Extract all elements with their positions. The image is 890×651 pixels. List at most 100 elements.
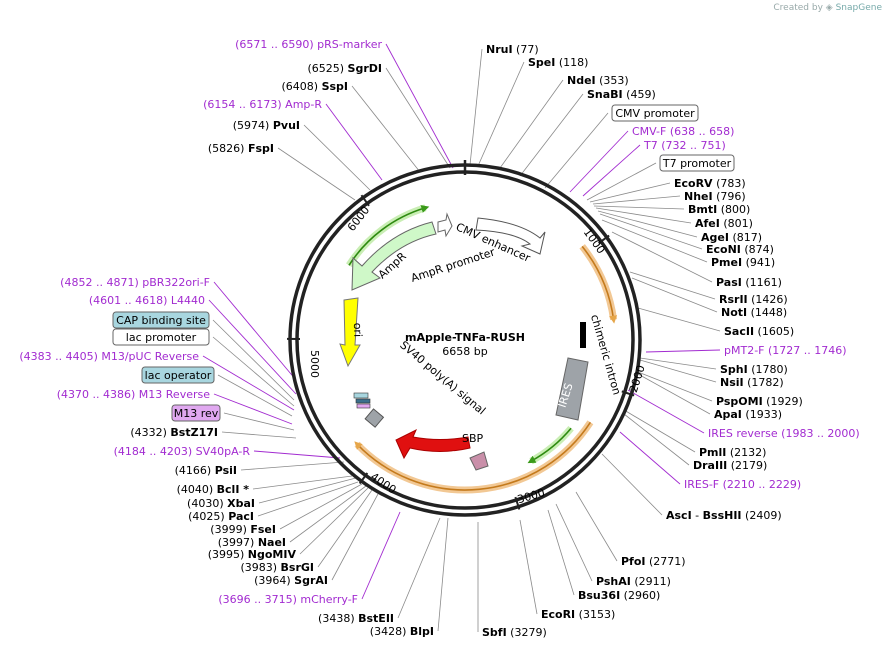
ampr-arrow[interactable] — [351, 221, 437, 291]
right-label-7-t7-promoter-box — [659, 154, 735, 172]
left-label-22-ngomiv-text[interactable]: (3995) NgoMIV — [208, 548, 297, 561]
left-label-8-cap-binding-site-leader — [212, 319, 295, 401]
left-label-7-l4440-text[interactable]: (4601 .. 4618) L4440 — [89, 294, 205, 307]
right-label-17-noti-text[interactable]: NotI (1448) — [721, 306, 787, 319]
left-label-0-prs-marker-text[interactable]: (6571 .. 6590) pRS-marker — [235, 38, 382, 51]
right-label-20-sphi-leader — [639, 357, 717, 370]
right-label-5-cmv-f-text[interactable]: CMV-F (638 .. 658) — [632, 125, 734, 138]
right-label-15-pasi-text[interactable]: PasI (1161) — [716, 276, 782, 289]
left-label-21-naei-text[interactable]: (3997) NaeI — [218, 536, 286, 549]
right-label-11-afei-text[interactable]: AfeI (801) — [695, 217, 753, 230]
right-label-22-pspomi-text[interactable]: PspOMI (1929) — [716, 395, 803, 408]
right-label-2-ndei-text[interactable]: NdeI (353) — [567, 74, 629, 87]
left-label-2-sspi-text[interactable]: (6408) SspI — [281, 80, 348, 93]
left-label-8-cap-binding-site-text[interactable]: CAP binding site — [116, 314, 206, 327]
green-arc-1 — [348, 205, 430, 266]
right-label-4-cmv-promoter-text[interactable]: CMV promoter — [615, 107, 695, 120]
right-label-10-bmti-leader — [593, 205, 685, 210]
left-label-4-pvui-text[interactable]: (5974) PvuI — [233, 119, 300, 132]
right-label-1-spei-leader — [477, 61, 525, 167]
right-label-21-nsii-text[interactable]: NsiI (1782) — [720, 376, 784, 389]
left-label-20-fsei-text[interactable]: (3999) FseI — [210, 523, 276, 536]
left-label-19-paci-leader — [257, 481, 359, 517]
right-label-7-t7-promoter-text[interactable]: T7 promoter — [662, 157, 732, 170]
right-label-9-nhei-text[interactable]: NheI (796) — [684, 190, 746, 203]
left-label-18-xbai-text[interactable]: (4030) XbaI — [187, 497, 255, 510]
left-label-9-lac-promoter-text[interactable]: lac promoter — [126, 331, 197, 344]
right-label-14-pmei-text[interactable]: PmeI (941) — [711, 256, 775, 269]
mapple-label: mApple — [415, 448, 463, 467]
right-label-18-sacii-text[interactable]: SacII (1605) — [724, 325, 794, 338]
plasmid-name: mApple-TNFa-RUSH — [405, 331, 525, 344]
left-label-26-bsteii-text[interactable]: (3438) BstEII — [318, 612, 394, 625]
left-label-19-paci-text[interactable]: (4025) PacI — [188, 510, 254, 523]
sbp-arrow[interactable] — [469, 451, 489, 471]
right-label-13-econi-text[interactable]: EcoNI (874) — [706, 243, 774, 256]
ori-arrow[interactable] — [339, 297, 361, 368]
sv40-polya-rect[interactable] — [364, 408, 385, 428]
right-label-27-ires-f-text[interactable]: IRES-F (2210 .. 2229) — [684, 478, 801, 491]
left-label-23-bsrgi-text[interactable]: (3983) BsrGI — [240, 561, 314, 574]
left-label-27-blpi-leader — [437, 517, 449, 632]
left-label-10-m13-puc-reverse-leader — [202, 355, 295, 411]
ampr-promoter-label: AmpR promoter — [409, 245, 497, 285]
right-label-3-snabi-text[interactable]: SnaBI (459) — [587, 88, 656, 101]
right-label-29-pfoi-text[interactable]: PfoI (2771) — [621, 555, 686, 568]
right-label-8-ecorv-text[interactable]: EcoRV (783) — [674, 177, 746, 190]
left-label-12-m13-reverse-text[interactable]: (4370 .. 4386) M13 Reverse — [57, 388, 210, 401]
sbp-label: SBP — [462, 432, 484, 445]
orange-arc-0 — [581, 245, 618, 324]
site-labels: (6571 .. 6590) pRS-marker (6525) SgrDI (64… — [19, 38, 859, 639]
right-label-16-rsrii-leader — [629, 271, 716, 300]
ampr-promoter-arrow[interactable] — [437, 212, 453, 238]
right-label-30-pshai-leader — [555, 503, 593, 582]
right-label-6-t7-text[interactable]: T7 (732 .. 751) — [643, 139, 726, 152]
right-label-32-ecori-text[interactable]: EcoRI (3153) — [541, 608, 615, 621]
left-label-17-bcli-text[interactable]: (4040) BclI * — [177, 483, 250, 496]
right-label-23-apai-text[interactable]: ApaI (1933) — [714, 408, 782, 421]
mapple-arrow[interactable] — [395, 428, 471, 460]
left-label-1-sgrdi-text[interactable]: (6525) SgrDI — [307, 62, 382, 75]
left-label-11-lac-operator-text[interactable]: lac operator — [145, 369, 212, 382]
right-label-20-sphi-text[interactable]: SphI (1780) — [720, 363, 788, 376]
left-label-5-fspi-text[interactable]: (5826) FspI — [208, 142, 274, 155]
cmv-enhancer-arrow[interactable] — [475, 217, 546, 255]
right-label-4-cmv-promoter-leader — [544, 112, 609, 189]
right-label-25-pmli-leader — [623, 409, 696, 453]
right-label-26-draiii-text[interactable]: DraIII (2179) — [693, 459, 767, 472]
right-label-24-ires-reverse-text[interactable]: IRES reverse (1983 .. 2000) — [708, 427, 860, 440]
right-label-30-pshai-text[interactable]: PshAI (2911) — [596, 575, 671, 588]
left-label-25-mcherry-f-text[interactable]: (3696 .. 3715) mCherry-F — [218, 593, 358, 606]
left-label-14-bstz17i-text[interactable]: (4332) BstZ17I — [130, 426, 218, 439]
left-label-16-psii-text[interactable]: (4166) PsiI — [175, 464, 237, 477]
scale-tick-4000 — [358, 472, 369, 485]
left-label-15-sv40pa-r-text[interactable]: (4184 .. 4203) SV40pA-R — [114, 445, 251, 458]
left-label-24-sgrai-text[interactable]: (3964) SgrAI — [254, 574, 328, 587]
right-label-25-pmli-text[interactable]: PmlI (2132) — [699, 446, 766, 459]
left-label-8-cap-binding-site-box — [112, 311, 210, 329]
left-label-13-m13-rev-text[interactable]: M13 rev — [174, 407, 219, 420]
right-label-19-pmt2-f-text[interactable]: pMT2-F (1727 .. 1746) — [724, 344, 847, 357]
right-label-10-bmti-text[interactable]: BmtI (800) — [688, 203, 750, 216]
right-label-31-bsu36i-text[interactable]: Bsu36I (2960) — [578, 589, 660, 602]
right-label-12-agei-text[interactable]: AgeI (817) — [701, 231, 762, 244]
right-label-33-sbfi-text[interactable]: SbfI (3279) — [482, 626, 547, 639]
ori-label: ori — [351, 322, 364, 337]
right-label-16-rsrii-text[interactable]: RsrII (1426) — [719, 293, 788, 306]
left-label-11-lac-operator-box — [141, 366, 215, 384]
right-label-0-nrui-text[interactable]: NruI (77) — [486, 43, 539, 56]
left-label-20-fsei-leader — [279, 483, 363, 530]
left-label-27-blpi-text[interactable]: (3428) BlpI — [370, 625, 434, 638]
right-label-28-asci-text[interactable]: AscI - BssHII (2409) — [666, 509, 782, 522]
ires-arrow[interactable] — [555, 357, 589, 421]
left-label-3-amp-r-text[interactable]: (6154 .. 6173) Amp-R — [203, 98, 322, 111]
left-label-2-sspi-leader — [351, 85, 421, 173]
left-label-12-m13-reverse-leader — [213, 393, 293, 425]
chimeric-intron-mark[interactable] — [580, 322, 586, 348]
right-label-0-nrui-leader — [469, 48, 483, 166]
left-label-6-pbr322ori-f-text[interactable]: (4852 .. 4871) pBR322ori-F — [60, 276, 210, 289]
lac-feature-cluster[interactable] — [353, 392, 371, 409]
scale-tick-3000 — [514, 496, 521, 510]
right-label-1-spei-text[interactable]: SpeI (118) — [528, 56, 588, 69]
left-label-10-m13-puc-reverse-text[interactable]: (4383 .. 4405) M13/pUC Reverse — [19, 350, 199, 363]
